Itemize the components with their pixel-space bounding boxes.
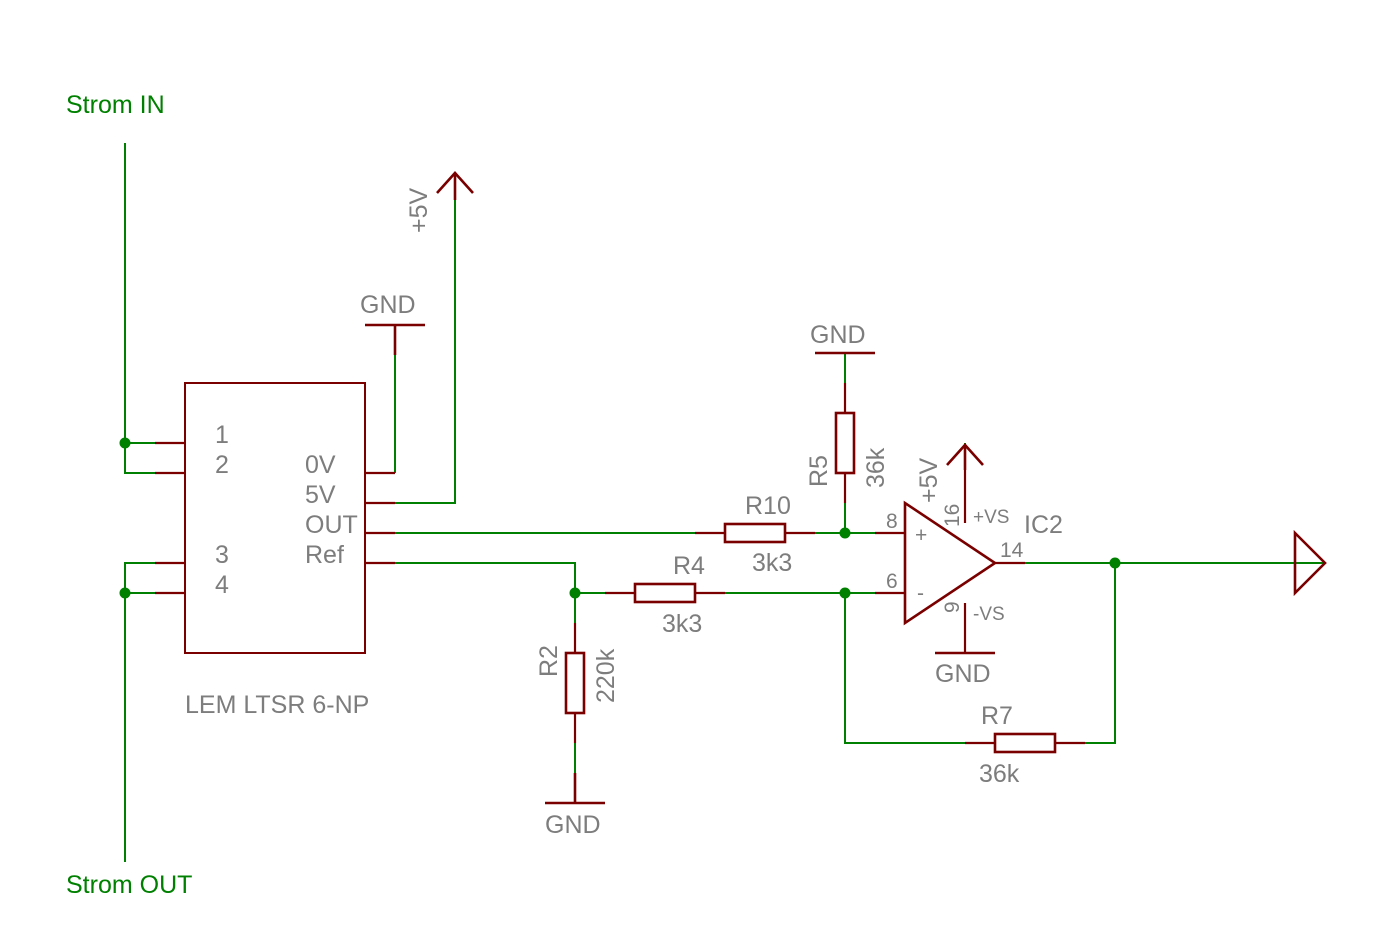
- output-port-symbol: [1293, 529, 1327, 597]
- junction-plus-node: [839, 527, 851, 539]
- opamp-pin-14: 14: [1000, 539, 1024, 562]
- sensor-pin-5v: 5V: [305, 481, 336, 509]
- resistor-r2-name: R2: [535, 645, 563, 677]
- wires: [124, 143, 1325, 862]
- junction-output-node: [1109, 557, 1121, 569]
- gnd-label-r5: GND: [810, 321, 866, 349]
- opamp-plus-sign: +: [915, 524, 927, 547]
- gnd-label-r2: GND: [545, 811, 601, 839]
- junction-minus-node: [839, 587, 851, 599]
- output-port: [1293, 529, 1327, 597]
- opamp-triangle: [903, 500, 998, 626]
- resistor-r7: R7 36k: [965, 702, 1085, 788]
- opamp-minus-sign: -: [917, 582, 924, 605]
- opamp-vminus-label: -VS: [973, 604, 1005, 625]
- supply-label-opamp: +5V: [915, 457, 943, 503]
- resistor-r7-value: 36k: [979, 760, 1020, 788]
- supply-label-sensor: +5V: [405, 187, 433, 233]
- net-label-strom-out: Strom OUT: [66, 871, 192, 899]
- wire-feedback-left: [844, 593, 965, 744]
- resistor-r5-name: R5: [805, 455, 833, 487]
- resistor-r4-name: R4: [673, 552, 705, 580]
- resistor-r10-body: [723, 522, 787, 544]
- opamp-name: IC2: [1024, 511, 1063, 539]
- resistor-r7-name: R7: [981, 702, 1013, 730]
- resistor-r5-body: [834, 411, 856, 475]
- junction-strom-out: [119, 587, 131, 599]
- opamp-pin-9: 9: [941, 601, 964, 613]
- resistor-r4-body: [633, 582, 697, 604]
- sensor-body: [184, 382, 366, 654]
- resistor-r2-value: 220k: [592, 648, 620, 703]
- resistor-r5: R5 36k: [805, 383, 890, 503]
- resistor-r2-body: [564, 651, 586, 715]
- junctions: [119, 437, 1121, 599]
- resistor-r10-name: R10: [745, 492, 791, 520]
- resistor-r10-value: 3k3: [752, 549, 792, 577]
- opamp-ic2: + - 8 6 16 9 14 +VS -VS IC2: [875, 470, 1063, 653]
- gnd-label-opamp: GND: [935, 660, 991, 688]
- wire-feedback-right: [1085, 563, 1116, 744]
- junction-ref-node: [569, 587, 581, 599]
- wire-ref-r2: [395, 562, 576, 623]
- opamp-pin-6: 6: [886, 570, 898, 593]
- opamp-vplus-label: +VS: [973, 507, 1009, 528]
- junction-strom-in: [119, 437, 131, 449]
- sensor-pin-1: 1: [215, 421, 229, 449]
- gnd-symbols: GND GND GND GND: [360, 291, 995, 839]
- sensor-name: LEM LTSR 6-NP: [185, 691, 369, 719]
- supply-symbols: +5V +5V: [405, 171, 984, 503]
- resistor-r4-value: 3k3: [662, 610, 702, 638]
- sensor-pin-3: 3: [215, 541, 229, 569]
- resistor-r7-body: [993, 732, 1057, 754]
- wire-strom-in: [124, 143, 155, 474]
- opamp-pin-8: 8: [886, 510, 898, 533]
- opamp-pin-16: 16: [941, 504, 964, 527]
- sensor-pin-2: 2: [215, 451, 229, 479]
- sensor-pin-out: OUT: [305, 511, 358, 539]
- resistor-r4: R4 3k3: [605, 552, 725, 638]
- wire-strom-out: [124, 562, 155, 862]
- wire-5v-supply: [395, 198, 456, 504]
- sensor-pin-0v: 0V: [305, 451, 336, 479]
- net-label-strom-in: Strom IN: [66, 91, 165, 119]
- sensor-pin-4: 4: [215, 571, 229, 599]
- resistor-r10: R10 3k3: [695, 492, 815, 577]
- gnd-label-sensor: GND: [360, 291, 416, 319]
- resistor-r5-value: 36k: [862, 447, 890, 488]
- sensor-lem: 1 2 3 4 0V 5V OUT Ref LEM LTSR 6-NP: [155, 382, 395, 719]
- sensor-pin-ref: Ref: [305, 541, 344, 569]
- resistor-r2: R2 220k: [535, 623, 620, 743]
